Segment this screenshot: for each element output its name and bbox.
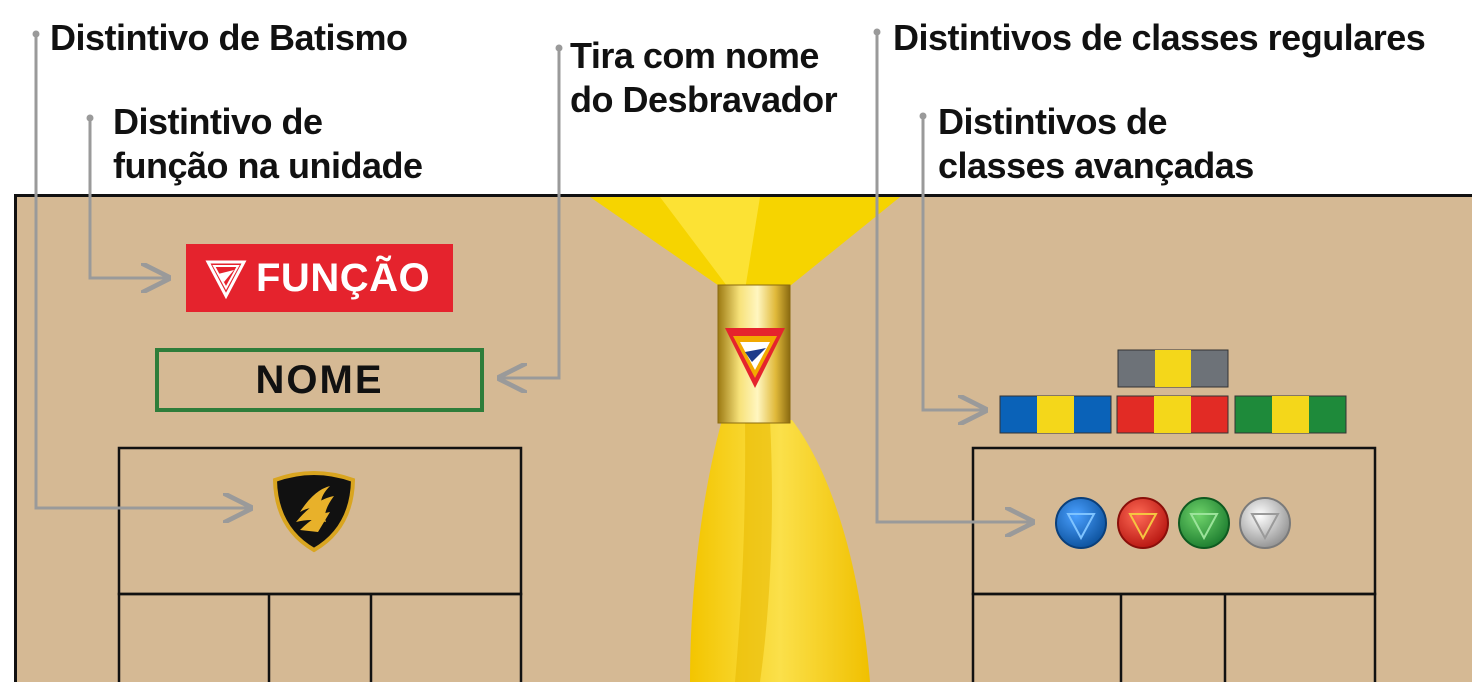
class-pin-green [1178, 497, 1230, 549]
leader-batismo [34, 34, 250, 508]
left-pocket [117, 446, 523, 682]
class-pin-silver [1239, 497, 1291, 549]
label-tira-line2: do Desbravador [570, 79, 838, 120]
label-funcao-line1: Distintivo de [113, 101, 323, 142]
class-pin-blue [1055, 497, 1107, 549]
leader-lines [32, 28, 1033, 523]
class-pin-red [1117, 497, 1169, 549]
label-batismo: Distintivo de Batismo [50, 17, 408, 58]
label-tira-line1: Tira com nome [570, 35, 819, 76]
funcao-badge-text: FUNÇÃO [256, 255, 431, 300]
advanced-bar-gray [1117, 349, 1229, 388]
nome-badge-text: NOME [255, 357, 384, 402]
scarf-ring [717, 284, 791, 424]
label-funcao-line2: função na unidade [113, 145, 423, 186]
leader-regulares [875, 32, 1032, 522]
label-avancadas-line1: Distintivos de [938, 101, 1168, 142]
leader-avancadas [921, 116, 985, 410]
label-regulares: Distintivos de classes regulares [893, 17, 1426, 58]
advanced-class-bars [999, 349, 1347, 434]
neck-scarf [590, 197, 900, 682]
leader-tira [500, 48, 561, 378]
label-avancadas-line2: classes avançadas [938, 145, 1254, 186]
pathfinder-triangle-emblem-icon [205, 260, 247, 300]
adventist-flame-shield-icon [272, 471, 356, 553]
regular-class-pins [1055, 497, 1291, 549]
advanced-bar-red [1116, 395, 1229, 434]
pathfinder-triangle-emblem-icon [725, 328, 785, 388]
advanced-bar-green [1234, 395, 1347, 434]
right-pocket [971, 446, 1377, 682]
leader-funcao [88, 118, 168, 278]
nome-badge: NOME [155, 348, 484, 412]
advanced-bar-blue [999, 395, 1112, 434]
funcao-badge: FUNÇÃO [186, 244, 453, 312]
